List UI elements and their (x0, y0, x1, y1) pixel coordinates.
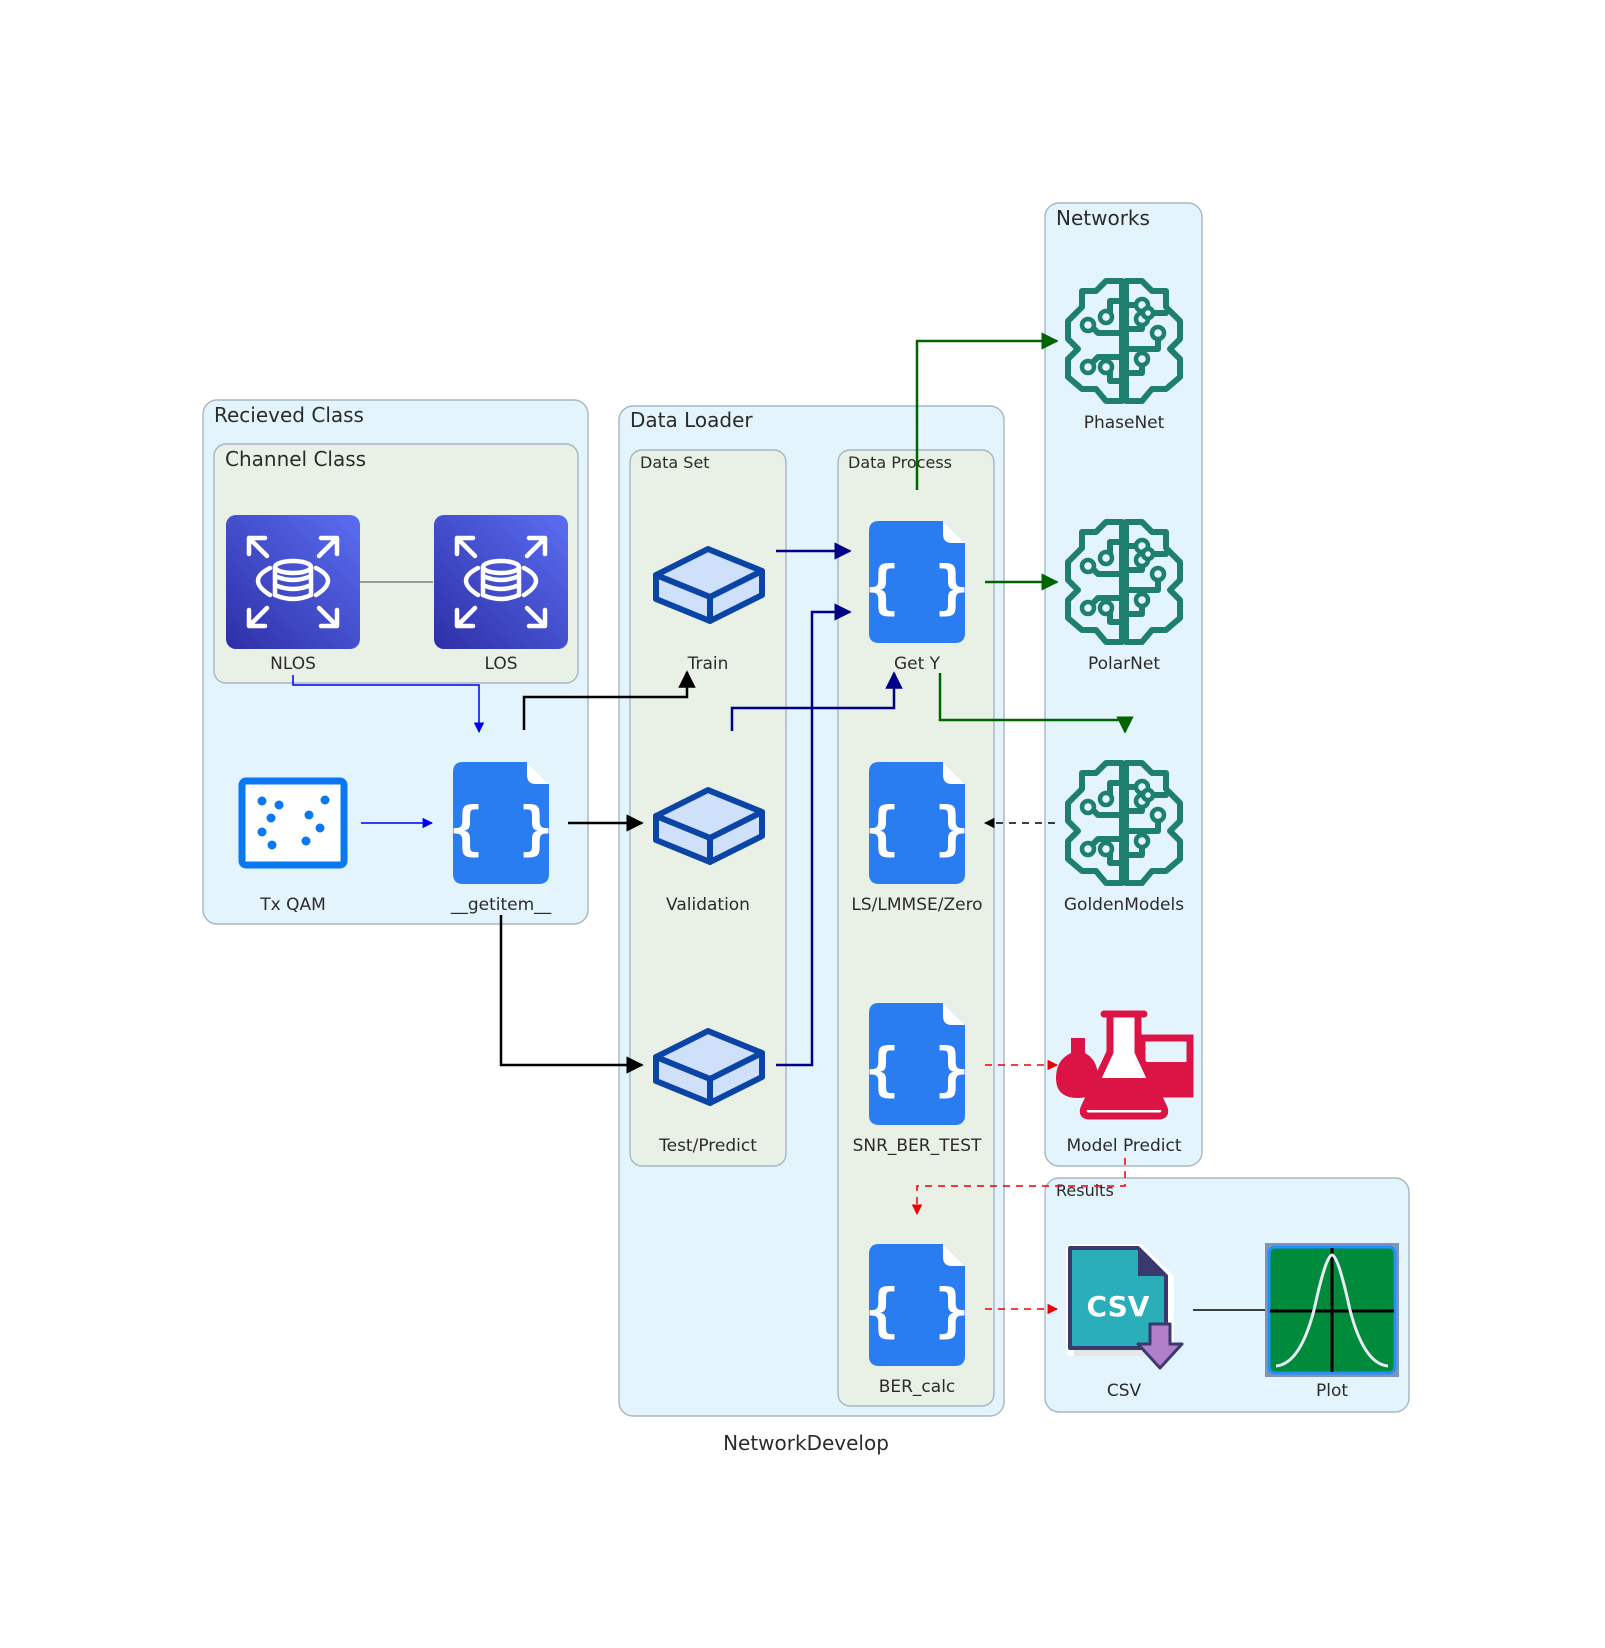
csv-file-icon: CSV (1066, 1244, 1184, 1370)
node-model-predict[interactable]: Model Predict (1056, 1010, 1194, 1156)
bell-curve-plot-icon (1265, 1243, 1399, 1377)
cluster-title-channel-class: Channel Class (225, 447, 366, 471)
cluster-title-data-set: Data Set (640, 453, 710, 472)
node-label-model-predict: Model Predict (1067, 1136, 1182, 1156)
cluster-data-process: Data Process (837, 449, 995, 1407)
node-validation[interactable]: Validation (656, 790, 762, 915)
node-label-csv: CSV (1107, 1381, 1142, 1401)
node-label-test-predict: Test/Predict (658, 1136, 757, 1156)
node-get-y[interactable]: Get Y (864, 521, 970, 674)
node-polarnet[interactable]: PolarNet (1068, 522, 1180, 674)
node-tx-qam[interactable]: Tx QAM (238, 777, 348, 915)
edge-nlos-getitem (292, 675, 485, 734)
cluster-networks: Networks (1044, 202, 1203, 1167)
node-phasenet[interactable]: PhaseNet (1068, 281, 1180, 433)
node-label-polarnet: PolarNet (1088, 654, 1160, 674)
node-label-getitem: __getitem__ (450, 895, 552, 915)
node-label-phasenet: PhaseNet (1084, 413, 1165, 433)
node-label-plot: Plot (1316, 1381, 1348, 1401)
node-label-los: LOS (484, 654, 517, 674)
edge-gety-phasenet (915, 332, 1059, 490)
cluster-title-results: Results (1056, 1181, 1114, 1200)
node-goldenmodels[interactable]: GoldenModels (1064, 763, 1184, 915)
node-csv[interactable]: CSV CSV (1066, 1244, 1184, 1401)
lab-flasks-icon (1056, 1010, 1194, 1120)
node-label-goldenmodels: GoldenModels (1064, 895, 1184, 915)
code-file-icon (864, 1003, 970, 1125)
edge-getitem-train (522, 670, 696, 730)
node-label-ber-calc: BER_calc (879, 1377, 956, 1397)
node-label-tx-qam: Tx QAM (259, 895, 326, 915)
edge-gety-goldenmodels (938, 673, 1134, 734)
code-file-icon (864, 1244, 970, 1366)
node-nlos[interactable]: NLOS (226, 515, 360, 674)
cluster-title-recieved-class: Recieved Class (214, 403, 364, 427)
database-icon (434, 515, 568, 649)
edge-getitem-testpredict (499, 915, 644, 1074)
node-label-get-y: Get Y (894, 654, 941, 674)
node-label-validation: Validation (666, 895, 750, 915)
node-train[interactable]: Train (656, 549, 762, 674)
edge-testpredict-gety (776, 603, 852, 1067)
node-label-ls-lmmse-zero: LS/LMMSE/Zero (851, 895, 982, 915)
csv-badge-text: CSV (1087, 1290, 1150, 1323)
cluster-title-networks: Networks (1056, 206, 1150, 230)
node-snr-ber-test[interactable]: SNR_BER_TEST (853, 1003, 982, 1156)
diagram-title: NetworkDevelop (723, 1431, 889, 1455)
code-file-icon (864, 762, 970, 884)
cluster-title-data-process: Data Process (848, 453, 952, 472)
edge-modelpredict-bercalc (911, 1158, 1126, 1216)
node-test-predict[interactable]: Test/Predict (656, 1031, 762, 1156)
code-file-icon (448, 762, 554, 884)
node-los[interactable]: LOS (434, 515, 568, 674)
database-icon (226, 515, 360, 649)
code-file-icon (864, 521, 970, 643)
node-plot[interactable]: Plot (1265, 1243, 1399, 1401)
constellation-icon (238, 777, 348, 869)
node-getitem[interactable]: __getitem__ (448, 762, 554, 915)
node-label-snr-ber-test: SNR_BER_TEST (853, 1136, 982, 1156)
node-ls-lmmse-zero[interactable]: LS/LMMSE/Zero (851, 762, 983, 915)
node-ber-calc[interactable]: BER_calc (864, 1244, 970, 1397)
node-label-nlos: NLOS (270, 654, 316, 674)
node-label-train: Train (687, 654, 729, 674)
cluster-title-data-loader: Data Loader (630, 408, 753, 432)
